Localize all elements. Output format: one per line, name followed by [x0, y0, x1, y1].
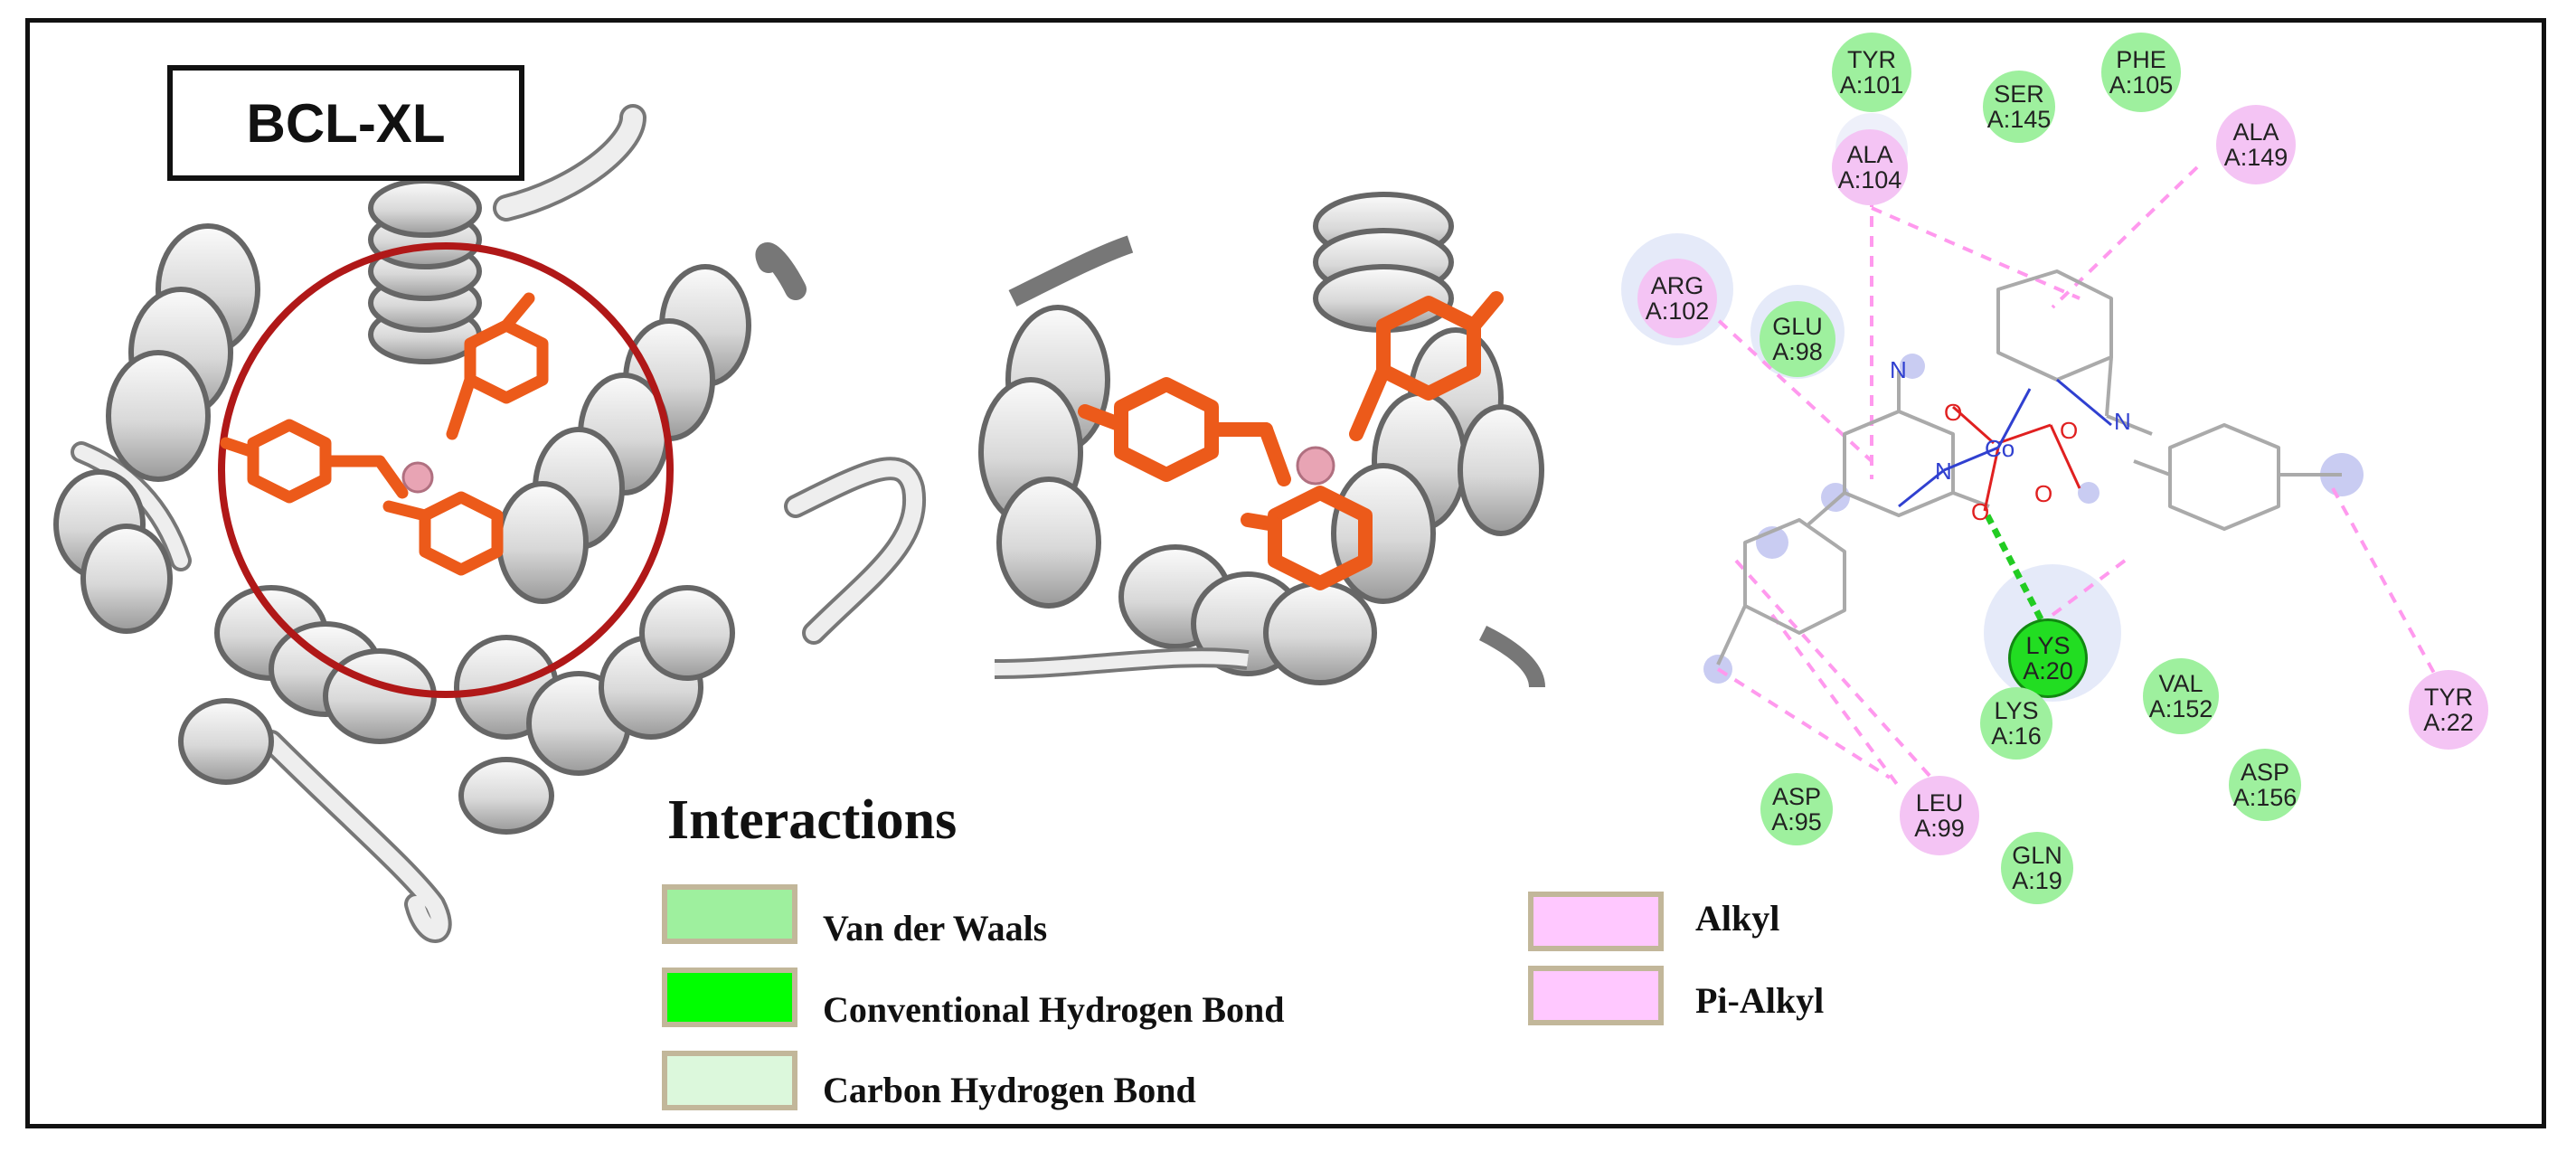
svg-text:O: O: [1944, 399, 1962, 426]
residue-name: ARG: [1650, 272, 1704, 299]
residue-id: A:145: [1986, 106, 2052, 133]
residue-name: LEU: [1915, 789, 1964, 816]
svg-text:O: O: [1971, 498, 1989, 525]
residue-name: PHE: [2116, 46, 2166, 73]
residue-id: A:149: [2223, 144, 2288, 171]
legend-label-alkyl: Alkyl: [1695, 898, 1780, 939]
residue-id: A:22: [2423, 709, 2474, 736]
residue-id: A:152: [2148, 695, 2213, 722]
protein-title-box: BCL-XL: [167, 65, 524, 181]
svg-text:N: N: [2114, 408, 2131, 435]
legend-swatch-alkyl: [1528, 892, 1664, 951]
residue-id: A:156: [2232, 784, 2298, 811]
residue-name: ASP: [1771, 783, 1822, 810]
residue-id: A:98: [1772, 338, 1823, 365]
residue-name: LYS: [1994, 697, 2039, 724]
residue-name: ALA: [1846, 141, 1893, 168]
metal-atom-full: [401, 461, 434, 494]
helix-lower: [178, 585, 735, 835]
full-protein-ribbon: [71, 104, 927, 943]
zoomed-binding-site: [978, 192, 1545, 688]
residue-name: ALA: [2232, 118, 2279, 146]
legend-swatch-vdw: [662, 884, 797, 944]
svg-text:N: N: [1890, 356, 1907, 383]
residue-id: A:101: [1839, 71, 1904, 99]
figure-frame: [25, 18, 2546, 1128]
residue-id: A:95: [1771, 808, 1822, 835]
legend-swatch-pi-alkyl: [1528, 966, 1664, 1025]
residue-id: A:104: [1837, 166, 1902, 194]
residue-name: GLN: [2012, 842, 2062, 869]
helix-right: [496, 264, 751, 604]
residue-name: TYR: [1847, 46, 1896, 73]
residue-name: TYR: [2424, 684, 2473, 711]
legend-label-vdw: Van der Waals: [823, 908, 1048, 949]
legend-label-hbond: Conventional Hydrogen Bond: [823, 989, 1285, 1030]
residue-id: A:99: [1914, 815, 1965, 842]
svg-text:N: N: [1935, 458, 1952, 485]
cobalt-label: Co: [1985, 435, 2015, 462]
ligand-sticks-full: [220, 292, 549, 576]
binding-site-circle: [218, 242, 674, 698]
legend-swatch-carbon-hbond: [662, 1051, 797, 1110]
legend-label-carbon-hbond: Carbon Hydrogen Bond: [823, 1070, 1196, 1110]
residue-name: GLU: [1772, 313, 1823, 340]
atom-labels: N N O O O O N: [1890, 356, 2131, 525]
residue-name: SER: [1994, 80, 2044, 108]
protein-title: BCL-XL: [246, 92, 446, 154]
residue-id: A:102: [1645, 297, 1710, 325]
svg-text:O: O: [2034, 480, 2052, 507]
residue-id: A:16: [1991, 722, 2042, 750]
legend-swatch-hbond: [662, 968, 797, 1027]
svg-text:O: O: [2060, 417, 2078, 444]
residue-id: A:20: [2023, 657, 2073, 684]
legend-heading: Interactions: [667, 789, 958, 851]
residue-name: LYS: [2025, 632, 2071, 659]
metal-atom-zoom: [1296, 446, 1335, 486]
residue-id: A:105: [2109, 71, 2174, 99]
residue-id: A:19: [2012, 867, 2062, 894]
legend-label-pi-alkyl: Pi-Alkyl: [1695, 980, 1825, 1021]
residue-name: VAL: [2158, 670, 2203, 697]
helix-upper-center: [368, 178, 482, 364]
helix-left: [53, 223, 260, 634]
residue-name: ASP: [2240, 759, 2290, 786]
